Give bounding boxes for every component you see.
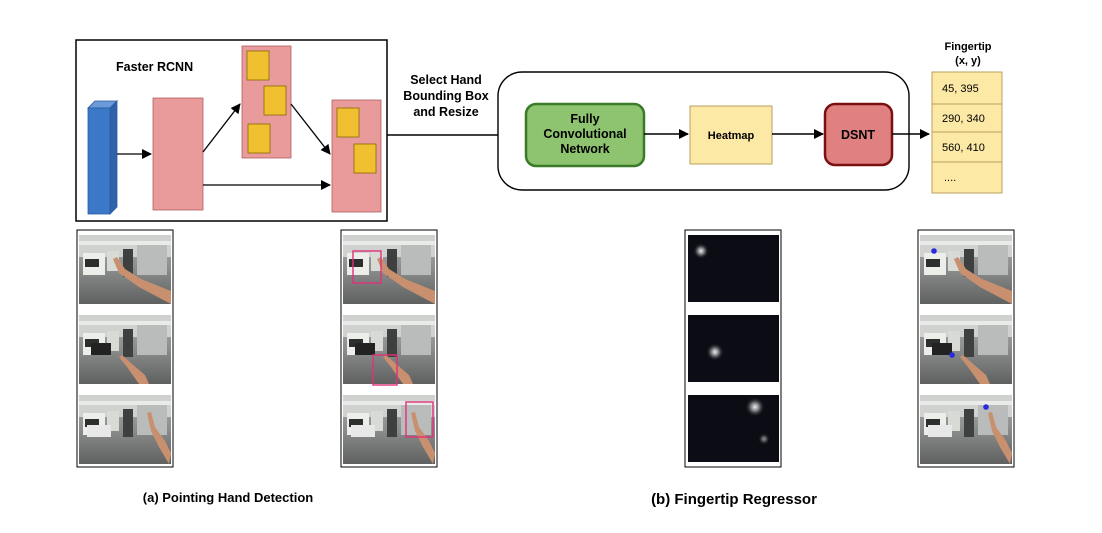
- detection-frame: [343, 315, 435, 386]
- detection-frame: [343, 235, 435, 304]
- transition-label: Bounding Box: [403, 89, 488, 103]
- caption-fingertip-regressor: (b) Fingertip Regressor: [651, 491, 817, 508]
- proposal-box: [263, 85, 287, 116]
- hand-bounding-box: [372, 354, 398, 386]
- input-frame: [79, 315, 171, 384]
- faster-rcnn-title: Faster RCNN: [116, 60, 193, 74]
- fcn-label: Network: [560, 142, 609, 156]
- proposal-box: [247, 123, 271, 154]
- input-frame: [79, 235, 171, 304]
- backbone-block: [152, 97, 204, 211]
- detection-frame: [343, 395, 435, 464]
- output-row: 45, 395: [942, 83, 979, 95]
- fcn-label: Convolutional: [543, 127, 626, 141]
- heatmap-label: Heatmap: [708, 130, 755, 142]
- output-row: 560, 410: [942, 142, 985, 154]
- heatmap-block: [689, 105, 773, 165]
- fingertip-marker: [949, 352, 955, 358]
- caption-pointing-hand-detection: (a) Pointing Hand Detection: [143, 490, 314, 505]
- roi-box: [353, 143, 377, 174]
- fingertip-frame: [920, 315, 1012, 384]
- output-title: Fingertip: [944, 41, 991, 53]
- proposal-box: [246, 50, 270, 81]
- transition-label: Select Hand: [410, 73, 482, 87]
- output-title: (x, y): [955, 55, 981, 67]
- heatmap-image: [688, 315, 779, 382]
- input-image-block: [87, 100, 118, 215]
- fingertip-marker: [931, 248, 937, 254]
- heatmap-image: [688, 235, 779, 302]
- heatmap-image: [688, 395, 779, 462]
- roi-box: [336, 107, 360, 138]
- transition-label: and Resize: [413, 105, 478, 119]
- output-table: [931, 71, 1003, 194]
- input-frame: [79, 395, 171, 464]
- arrow: [290, 103, 331, 155]
- output-row: 290, 340: [942, 113, 985, 125]
- hand-bounding-box: [405, 401, 434, 438]
- fcn-label: Fully: [570, 112, 599, 126]
- fingertip-frame: [920, 395, 1012, 464]
- hand-bounding-box: [352, 250, 382, 284]
- arrow: [202, 103, 241, 153]
- output-row: ....: [944, 172, 956, 184]
- fcn-block: [524, 102, 646, 168]
- fingertip-frame: [920, 235, 1012, 304]
- dsnt-label: DSNT: [841, 128, 875, 142]
- fingertip-marker: [983, 404, 989, 410]
